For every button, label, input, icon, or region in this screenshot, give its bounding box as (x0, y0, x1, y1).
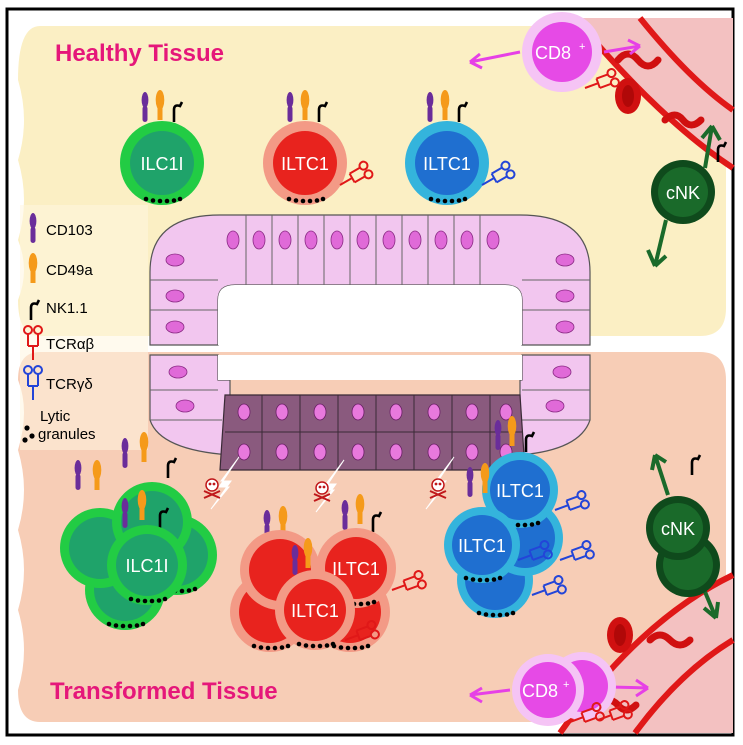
cnk-label: cNK (666, 183, 700, 203)
iltc1-label: ILTC1 (496, 481, 544, 501)
legend-cd103: CD103 (46, 222, 93, 239)
legend-nk11: NK1.1 (46, 300, 88, 317)
blood-vessel-top (572, 16, 735, 171)
cnk-cell-transformed: cNK (646, 453, 720, 620)
ilc1-cell-healthy: ILC1I (120, 90, 204, 205)
cd8-cell-transformed: CD8 + (469, 652, 649, 732)
legend-cd49a: CD49a (46, 262, 93, 279)
legend-granules: granules (38, 426, 96, 443)
transformed-tissue-label: Transformed Tissue (50, 678, 278, 705)
tumor-cells (219, 394, 526, 471)
iltc1-blue-cell-healthy: ILTC1 (405, 90, 517, 205)
cd8-superscript: + (563, 679, 569, 691)
cnk-cell-healthy: cNK (646, 124, 728, 268)
legend-tcrgd: TCRγδ (46, 376, 93, 393)
cd8-cell-healthy: CD8 + (469, 12, 641, 98)
ilc1-label: ILC1I (125, 556, 168, 576)
ilc1-cluster-transformed: ILC1I (60, 432, 217, 630)
iltc1-label: ILTC1 (281, 154, 329, 174)
iltc1-blue-cluster-transformed: ILTC1 ILTC1 (444, 416, 597, 618)
red-blood-cell-icon (607, 617, 633, 653)
healthy-tissue-label: Healthy Tissue (55, 40, 224, 67)
cd8-label: CD8 (535, 43, 571, 63)
legend-lytic: Lytic (40, 408, 71, 425)
iltc1-label: ILTC1 (291, 601, 339, 621)
lytic-granules-icon (22, 425, 35, 443)
cd8-label: CD8 (522, 681, 558, 701)
iltc1-label: ILTC1 (332, 559, 380, 579)
legend-tcrab: TCRαβ (46, 336, 94, 353)
iltc1-red-cell-healthy: ILTC1 (263, 90, 375, 205)
epithelium (149, 214, 591, 456)
cnk-label: cNK (661, 519, 695, 539)
legend: CD103 CD49a NK1.1 TCRαβ TCRγδ Lytic gran… (20, 205, 148, 450)
iltc1-red-cluster-transformed: ILTC1 ILTC1 (230, 494, 429, 652)
iltc1-label: ILTC1 (458, 536, 506, 556)
iltc1-label: ILTC1 (423, 154, 471, 174)
cd8-superscript: + (579, 41, 585, 53)
ilc1-label: ILC1I (140, 154, 183, 174)
